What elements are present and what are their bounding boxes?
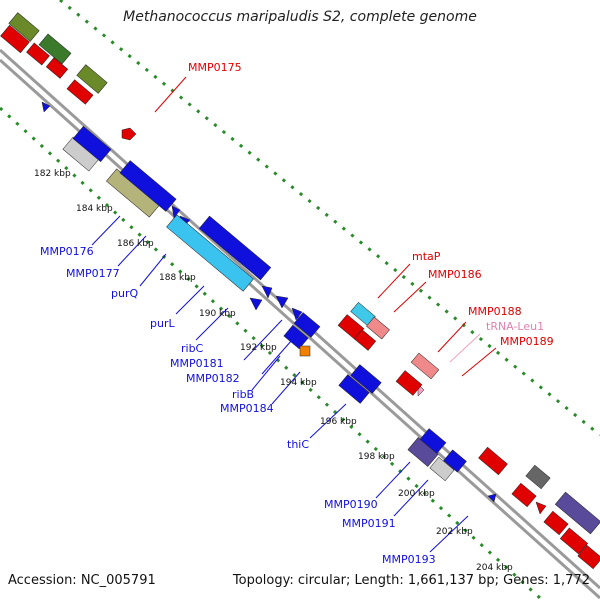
gene-block[interactable]	[338, 374, 370, 404]
gene-label-MMP0191[interactable]: MMP0191	[342, 517, 396, 530]
gene-block[interactable]	[443, 449, 467, 473]
tick-label: 190 kbp	[199, 309, 236, 319]
tick-label: 184 kbp	[76, 204, 113, 214]
forward-strand-genes	[8, 12, 600, 535]
gene-block[interactable]	[543, 510, 569, 536]
gene-block[interactable]	[293, 312, 321, 338]
gene-block[interactable]	[511, 482, 537, 508]
gene-arrow[interactable]	[41, 101, 51, 113]
gene-arrow[interactable]	[261, 285, 273, 299]
tick-label: 188 kbp	[159, 273, 196, 283]
gene-block[interactable]	[366, 316, 390, 340]
gene-block[interactable]	[478, 446, 508, 476]
tick-label: 196 kbp	[320, 417, 357, 427]
map-title: Methanococcus maripaludis S2, complete g…	[123, 9, 477, 25]
gene-block[interactable]	[410, 352, 440, 380]
gene-label-MMP0188[interactable]: MMP0188	[468, 305, 522, 318]
gene-label-MMP0190[interactable]: MMP0190	[324, 498, 378, 511]
gene-block[interactable]	[26, 42, 50, 66]
gene-label-MMP0182[interactable]: MMP0182	[186, 372, 240, 385]
gene-arrow[interactable]	[275, 295, 289, 309]
gene-label-MMP0181[interactable]: MMP0181	[170, 357, 224, 370]
tick-label: 198 kbp	[358, 452, 395, 462]
gene-block[interactable]	[559, 527, 589, 555]
gene-block[interactable]	[283, 324, 309, 350]
gene-label-tRNA-Leu1[interactable]: tRNA-Leu1	[486, 320, 544, 333]
gene-label-MMP0193[interactable]: MMP0193	[382, 553, 436, 566]
gene-arrow[interactable]	[535, 501, 547, 515]
gene-label-MMP0175[interactable]: MMP0175	[188, 61, 242, 74]
gene-block[interactable]	[72, 125, 112, 163]
tick-label: 194 kbp	[280, 378, 317, 388]
tick-label: 204 kbp	[476, 563, 513, 573]
gene-block[interactable]	[395, 370, 423, 396]
tick-label: 186 kbp	[117, 239, 154, 249]
gene-block[interactable]	[429, 456, 455, 482]
gene-label-purQ[interactable]: purQ	[111, 287, 138, 300]
gene-label-purL[interactable]: purL	[150, 317, 175, 330]
gene-block[interactable]	[45, 57, 69, 79]
gene-block[interactable]	[8, 12, 40, 42]
gene-label-thiC[interactable]: thiC	[287, 438, 309, 451]
gene-block[interactable]	[166, 214, 254, 292]
gene-label-MMP0184[interactable]: MMP0184	[220, 402, 274, 415]
gene-block[interactable]	[299, 345, 311, 357]
reverse-strand-genes	[0, 24, 600, 570]
gene-arrow[interactable]	[249, 297, 263, 311]
gene-label-MMP0177[interactable]: MMP0177	[66, 267, 120, 280]
tick-label: 192 kbp	[240, 343, 277, 353]
tick-label: 200 kbp	[398, 489, 435, 499]
tick-label: 202 kbp	[436, 527, 473, 537]
gene-label-MMP0189[interactable]: MMP0189	[500, 335, 554, 348]
gene-label-MMP0186[interactable]: MMP0186	[428, 268, 482, 281]
gene-block[interactable]	[198, 215, 272, 281]
gene-block[interactable]	[119, 160, 177, 212]
gene-block[interactable]	[66, 79, 94, 105]
gene-arrow[interactable]	[487, 493, 497, 503]
gene-label-MMP0176[interactable]: MMP0176	[40, 245, 94, 258]
gene-label-ribB[interactable]: ribB	[232, 388, 254, 401]
forward-gene-labels: MMP0175 mtaP MMP0186 MMP0188 tRNA-Leu1 M…	[154, 61, 554, 377]
genome-summary: Topology: circular; Length: 1,661,137 bp…	[232, 573, 590, 588]
gene-block[interactable]	[38, 33, 72, 65]
gene-block[interactable]	[419, 428, 447, 454]
gene-arrow[interactable]	[291, 307, 303, 321]
gene-block[interactable]	[554, 491, 600, 535]
inner-guide-track	[0, 106, 542, 600]
gene-arrow[interactable]	[121, 127, 137, 141]
gene-block[interactable]	[577, 544, 600, 570]
outer-guide-track	[59, 0, 600, 437]
tick-label: 182 kbp	[34, 169, 71, 179]
gene-block[interactable]	[76, 64, 108, 94]
accession-label: Accession: NC_005791	[8, 573, 156, 588]
scale-ticks: 182 kbp 184 kbp 186 kbp 188 kbp 190 kbp …	[34, 169, 513, 573]
reverse-gene-labels: MMP0176 MMP0177 purQ purL ribC MMP0181 M…	[40, 215, 469, 566]
gene-block[interactable]	[350, 364, 382, 394]
gene-arrow[interactable]	[171, 205, 181, 219]
gene-block[interactable]	[0, 24, 30, 54]
gene-block[interactable]	[525, 464, 551, 490]
gene-label-ribC[interactable]: ribC	[181, 342, 204, 355]
gene-block[interactable]	[353, 329, 377, 351]
gene-label-mtaP[interactable]: mtaP	[412, 250, 441, 263]
